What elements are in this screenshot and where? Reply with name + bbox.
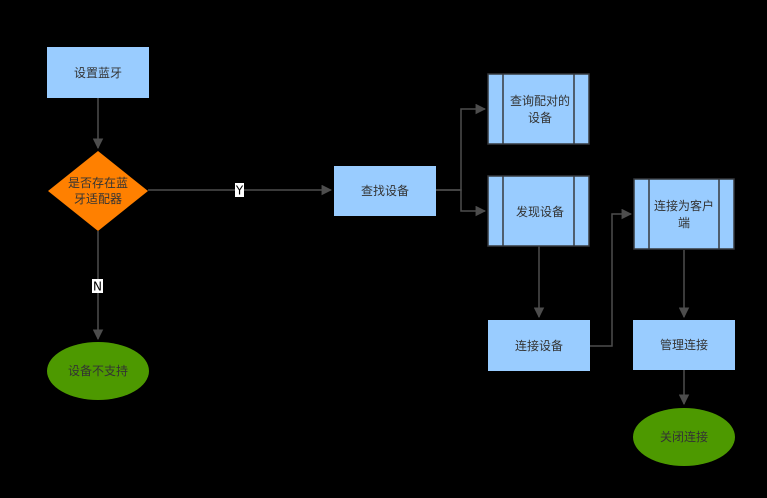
node-close-connection-label: 关闭连接: [660, 429, 708, 444]
edge-find-to-query: [436, 103, 487, 191]
edge-label-no-bg: [92, 279, 103, 293]
node-find-device-label: 查找设备: [361, 184, 409, 198]
node-manage-connection[interactable]: 管理连接: [633, 320, 735, 370]
edge-label-yes-bg: [235, 183, 244, 197]
edge-connect-to-client: [590, 208, 633, 347]
node-connect-as-client-label-line2: 端: [678, 216, 690, 230]
edge-label-no: N: [93, 280, 102, 294]
node-discover-device[interactable]: 发现设备: [487, 175, 590, 247]
node-discover-device-label: 发现设备: [516, 204, 564, 219]
node-has-adapter-decision[interactable]: 是否存在蓝 牙适配器: [48, 151, 148, 231]
node-close-connection[interactable]: 关闭连接: [633, 408, 735, 466]
node-connect-as-client[interactable]: 连接为客户 端: [633, 178, 735, 250]
node-device-unsupported-label: 设备不支持: [68, 363, 128, 378]
node-query-paired[interactable]: 查询配对的 设备: [487, 73, 590, 145]
node-setup-bluetooth[interactable]: 设置蓝牙: [47, 47, 149, 98]
node-device-unsupported[interactable]: 设备不支持: [47, 342, 149, 400]
node-connect-as-client-label-line1: 连接为客户: [654, 198, 714, 213]
edge-label-yes: Y: [235, 184, 244, 198]
node-connect-device[interactable]: 连接设备: [488, 320, 590, 371]
node-find-device[interactable]: 查找设备: [334, 166, 436, 216]
node-query-paired-label-line1: 查询配对的: [510, 93, 570, 108]
node-query-paired-label-line2: 设备: [528, 111, 552, 125]
edge-find-to-discover: [436, 189, 487, 217]
node-has-adapter-label-line2: 牙适配器: [74, 192, 122, 206]
node-setup-bluetooth-label: 设置蓝牙: [74, 66, 122, 80]
node-manage-connection-label: 管理连接: [660, 337, 708, 352]
node-has-adapter-label-line1: 是否存在蓝: [68, 176, 128, 190]
node-connect-device-label: 连接设备: [515, 338, 563, 353]
